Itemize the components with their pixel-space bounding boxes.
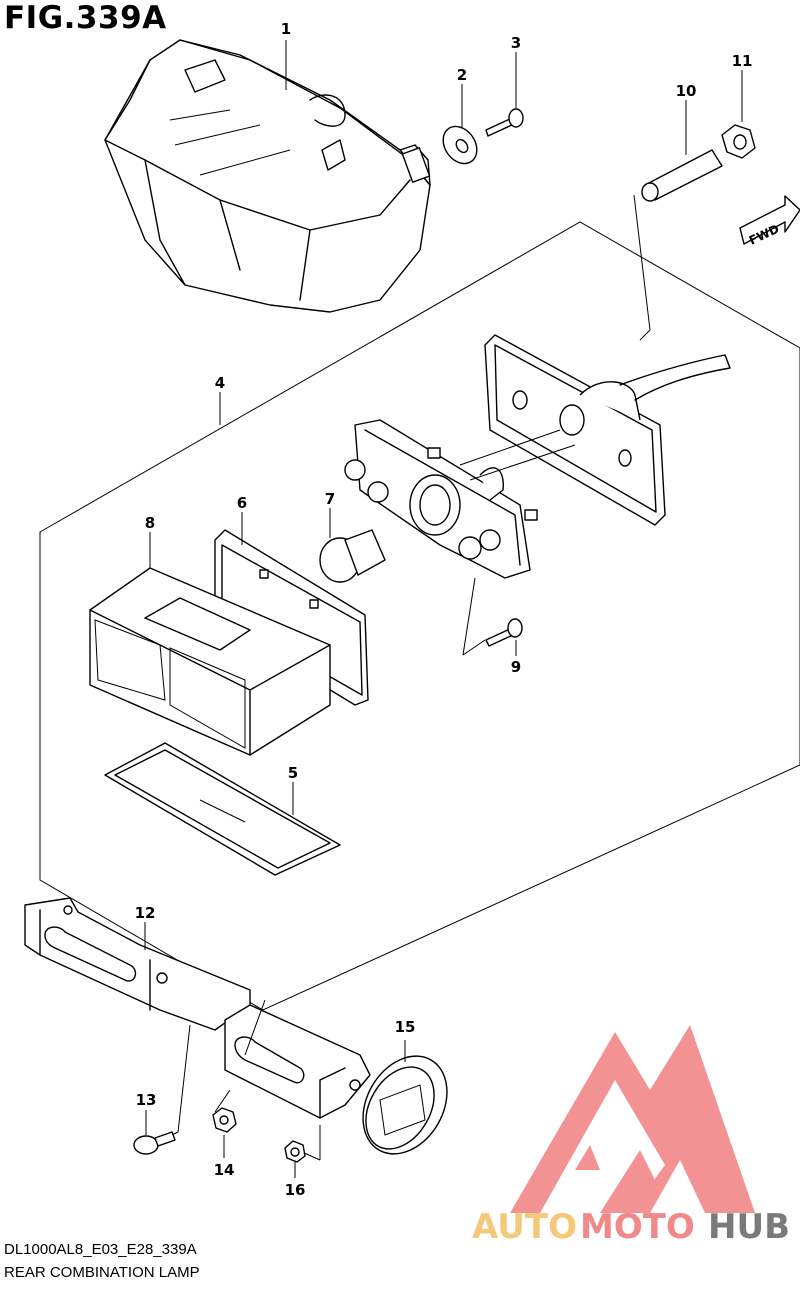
callout-1: 1 — [281, 20, 291, 38]
callout-10: 10 — [676, 82, 697, 100]
watermark-text-hub: HUB — [708, 1207, 790, 1247]
watermark-text-moto: MOTO — [580, 1207, 695, 1247]
callout-5: 5 — [288, 764, 298, 782]
callout-12: 12 — [135, 904, 156, 922]
callout-16: 16 — [285, 1181, 306, 1199]
callout-2: 2 — [457, 66, 467, 84]
callout-13: 13 — [136, 1091, 157, 1109]
assembly-boundary — [39, 221, 800, 1011]
callout-14: 14 — [214, 1161, 235, 1179]
license-bracket-lower — [224, 1004, 371, 1119]
part-7-bulb — [319, 508, 386, 583]
callout-7: 7 — [325, 490, 335, 508]
callout-3: 3 — [511, 34, 521, 52]
forward-direction-arrow: FWD — [739, 195, 800, 248]
part-11-nut — [721, 70, 756, 159]
callout-15: 15 — [395, 1018, 416, 1036]
part-13-bolt — [133, 1131, 176, 1155]
watermark-logo — [510, 1025, 755, 1213]
callout-11: 11 — [732, 52, 753, 70]
part-10-collar — [641, 100, 723, 202]
model-code: DL1000AL8_E03_E28_339A — [4, 1241, 197, 1258]
part-1-tail-lamp — [104, 39, 431, 313]
part-14-nut — [212, 1107, 237, 1133]
callout-8: 8 — [145, 514, 155, 532]
figure-title: FIG.339A — [4, 0, 167, 36]
part-3-screw — [485, 52, 524, 137]
assembly-name: REAR COMBINATION LAMP — [4, 1264, 200, 1281]
callout-6: 6 — [237, 494, 247, 512]
callout-4: 4 — [215, 374, 225, 392]
callout-9: 9 — [511, 658, 521, 676]
license-lamp-base-plate — [484, 329, 731, 526]
part-15-reflector — [362, 1040, 448, 1155]
watermark-text-auto: AUTO — [472, 1207, 577, 1247]
lamp-socket-body — [344, 419, 576, 579]
part-9-screw — [485, 618, 523, 647]
part-5-lower-lens — [104, 742, 341, 876]
part-8-lens — [89, 532, 331, 756]
part-16-nut — [284, 1140, 306, 1163]
part-2-washer — [442, 84, 478, 165]
